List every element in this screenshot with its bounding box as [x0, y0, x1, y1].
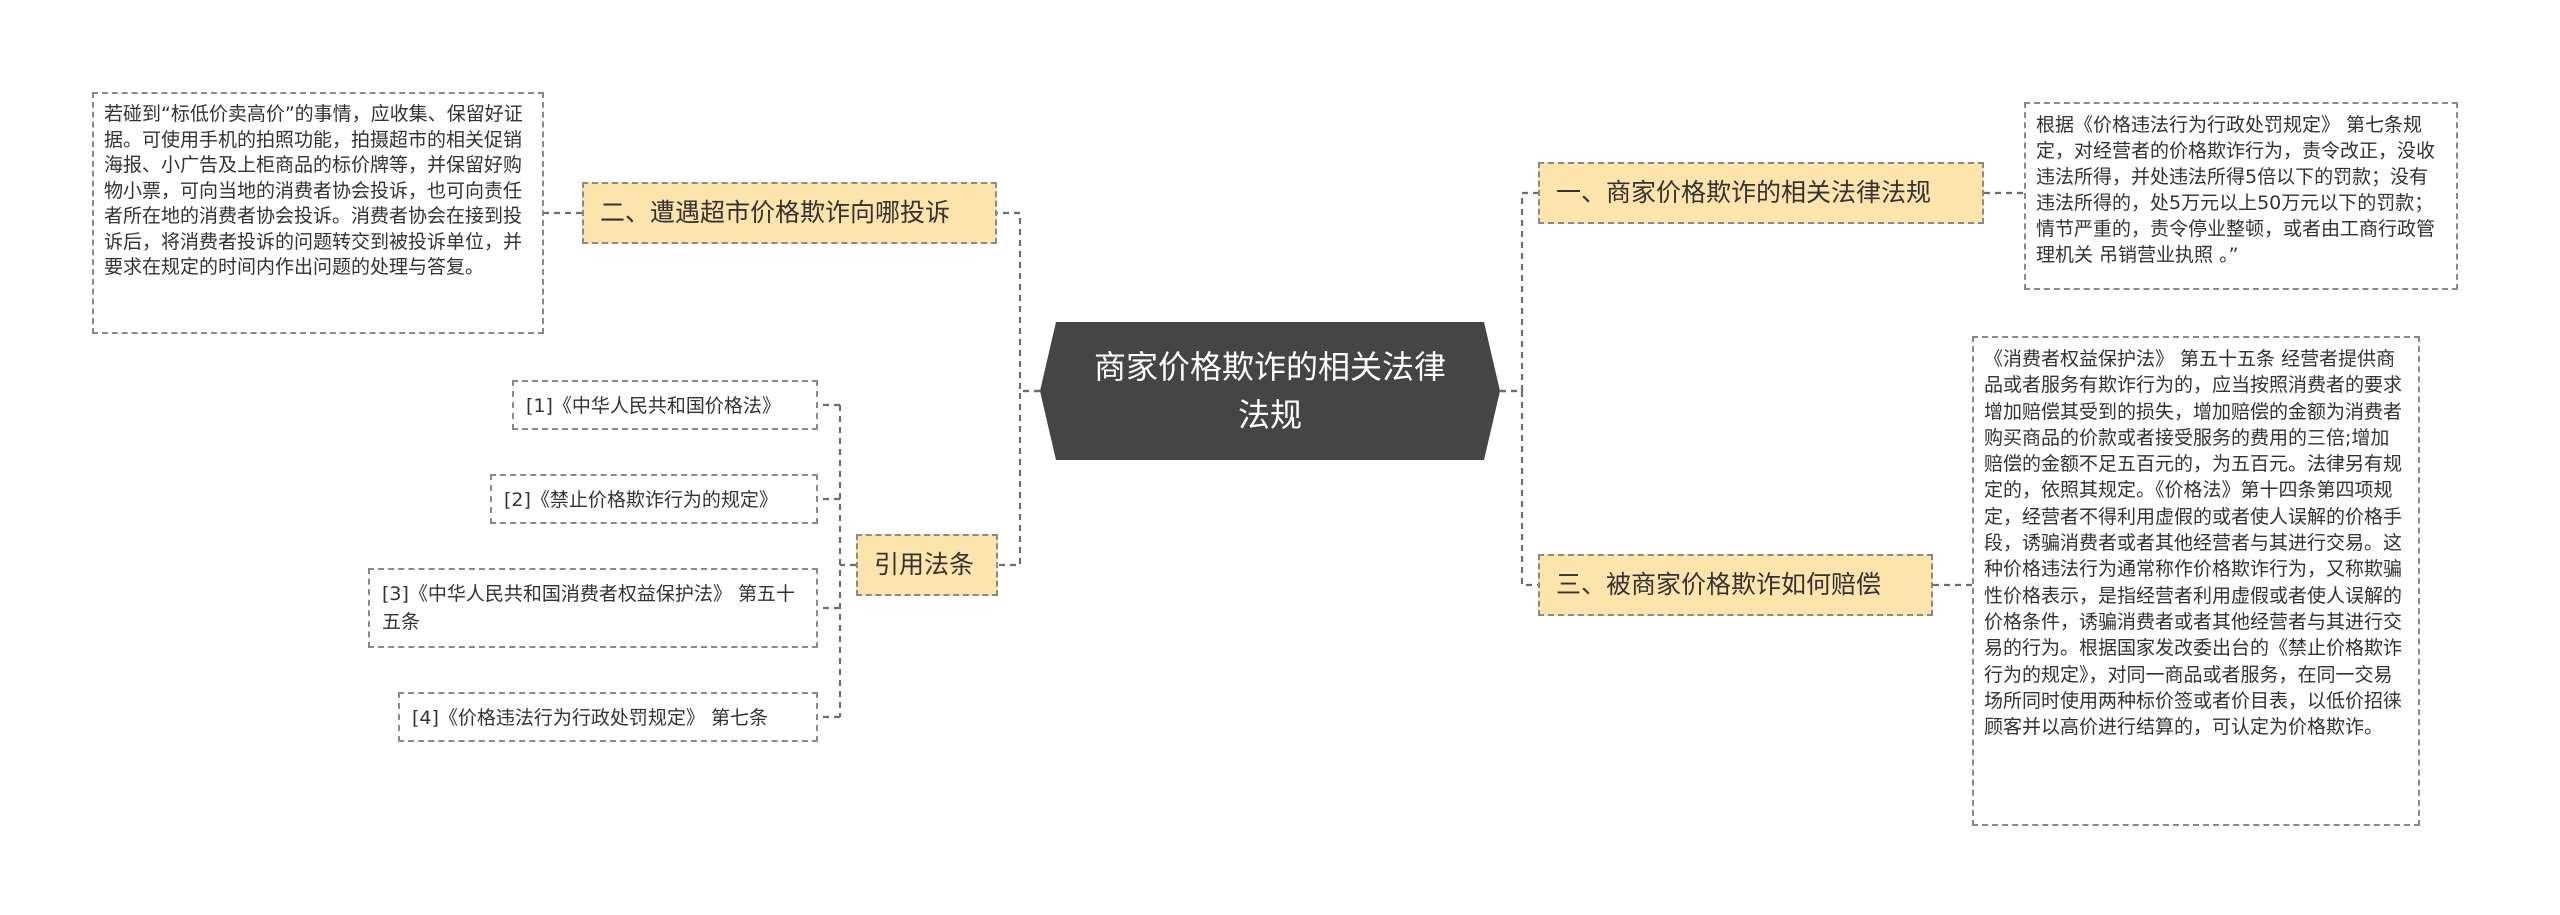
citation-item-2[interactable]: [2]《禁止价格欺诈行为的规定》 — [490, 474, 818, 524]
citation-item-3-text: [3]《中华人民共和国消费者权益保护法》 第五十五条 — [382, 583, 795, 633]
branch-complaint[interactable]: 二、遭遇超市价格欺诈向哪投诉 — [582, 182, 997, 244]
branch-citations[interactable]: 引用法条 — [856, 534, 998, 596]
leaf-complaint-detail-text: 若碰到“标低价卖高价”的事情，应收集、保留好证据。可使用手机的拍照功能，拍摄超市… — [104, 103, 523, 278]
central-topic[interactable]: 商家价格欺诈的相关法律法规 — [1040, 322, 1500, 460]
leaf-laws-detail-text: 根据《价格违法行为行政处罚规定》 第七条规定，对经营者的价格欺诈行为，责令改正，… — [2036, 114, 2436, 266]
central-topic-title: 商家价格欺诈的相关法律法规 — [1093, 348, 1446, 434]
connector-central-laws — [1500, 191, 1538, 393]
leaf-laws-detail[interactable]: 根据《价格违法行为行政处罚规定》 第七条规定，对经营者的价格欺诈行为，责令改正，… — [2024, 102, 2458, 290]
branch-laws-label: 一、商家价格欺诈的相关法律法规 — [1556, 178, 1932, 207]
branch-compensation-label: 三、被商家价格欺诈如何赔偿 — [1556, 570, 1882, 599]
connector-central-compensation — [1500, 389, 1538, 587]
citation-item-4[interactable]: [4]《价格违法行为行政处罚规定》 第七条 — [398, 692, 818, 742]
citation-item-1-text: [1]《中华人民共和国价格法》 — [526, 395, 781, 417]
leaf-compensation-detail-text: 《消费者权益保护法》 第五十五条 经营者提供商品或者服务有欺诈行为的，应当按照消… — [1984, 348, 2403, 739]
branch-laws[interactable]: 一、商家价格欺诈的相关法律法规 — [1538, 162, 1984, 224]
citation-item-2-text: [2]《禁止价格欺诈行为的规定》 — [504, 489, 778, 511]
citation-item-1[interactable]: [1]《中华人民共和国价格法》 — [512, 380, 818, 430]
citation-item-4-text: [4]《价格违法行为行政处罚规定》 第七条 — [412, 707, 768, 729]
citation-item-3[interactable]: [3]《中华人民共和国消费者权益保护法》 第五十五条 — [368, 568, 818, 648]
branch-compensation[interactable]: 三、被商家价格欺诈如何赔偿 — [1538, 554, 1933, 616]
branch-complaint-label: 二、遭遇超市价格欺诈向哪投诉 — [600, 198, 951, 227]
connector-central-complaint — [997, 211, 1040, 393]
leaf-compensation-detail[interactable]: 《消费者权益保护法》 第五十五条 经营者提供商品或者服务有欺诈行为的，应当按照消… — [1972, 336, 2420, 826]
branch-citations-label: 引用法条 — [874, 550, 975, 579]
connector-central-citations — [998, 389, 1040, 567]
leaf-complaint-detail[interactable]: 若碰到“标低价卖高价”的事情，应收集、保留好证据。可使用手机的拍照功能，拍摄超市… — [92, 92, 544, 334]
